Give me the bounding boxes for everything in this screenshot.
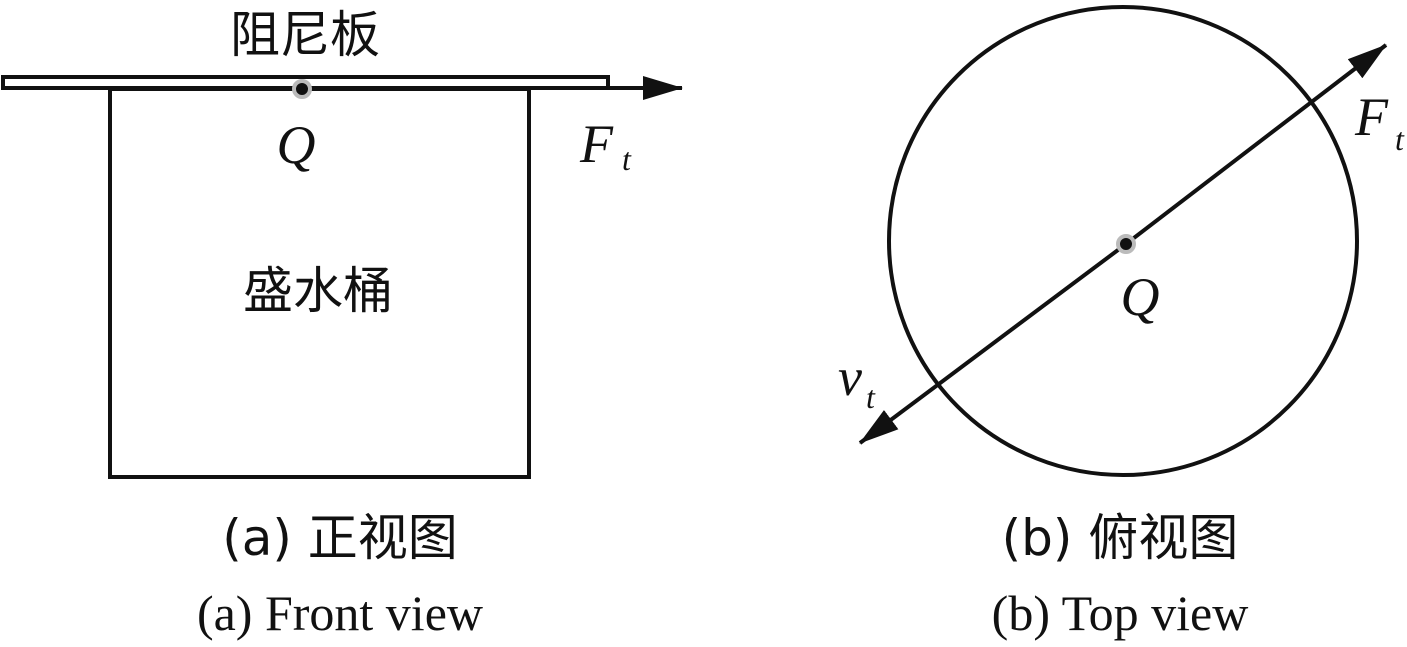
front-view: 阻尼板 Q F t 盛水桶 (a) 正视图 (a) Front view <box>1 6 683 641</box>
caption-a-cn: (a) 正视图 <box>222 509 458 567</box>
top-view: Q F t v t (b) 俯视图 (b) Top view <box>838 5 1405 641</box>
velocity-arrow <box>858 242 1128 445</box>
point-q-label: Q <box>277 115 316 175</box>
force-label: F <box>1354 87 1389 147</box>
point-q-label: Q <box>1121 267 1160 327</box>
force-subscript: t <box>1395 121 1405 157</box>
plate-label: 阻尼板 <box>230 6 380 64</box>
caption-b-cn: (b) 俯视图 <box>1002 509 1239 567</box>
point-q-dot <box>1116 234 1136 254</box>
force-arrow <box>1124 43 1388 246</box>
force-subscript: t <box>622 141 632 177</box>
caption-b-en: (b) Top view <box>992 585 1249 641</box>
velocity-subscript: t <box>866 379 876 415</box>
water-bucket <box>108 87 531 479</box>
bucket-label: 盛水桶 <box>243 262 393 320</box>
bucket-outline-circle <box>887 5 1359 477</box>
force-label: F <box>579 114 614 174</box>
velocity-label: v <box>838 347 862 407</box>
caption-a-en: (a) Front view <box>197 585 483 641</box>
point-q-dot <box>292 79 312 99</box>
